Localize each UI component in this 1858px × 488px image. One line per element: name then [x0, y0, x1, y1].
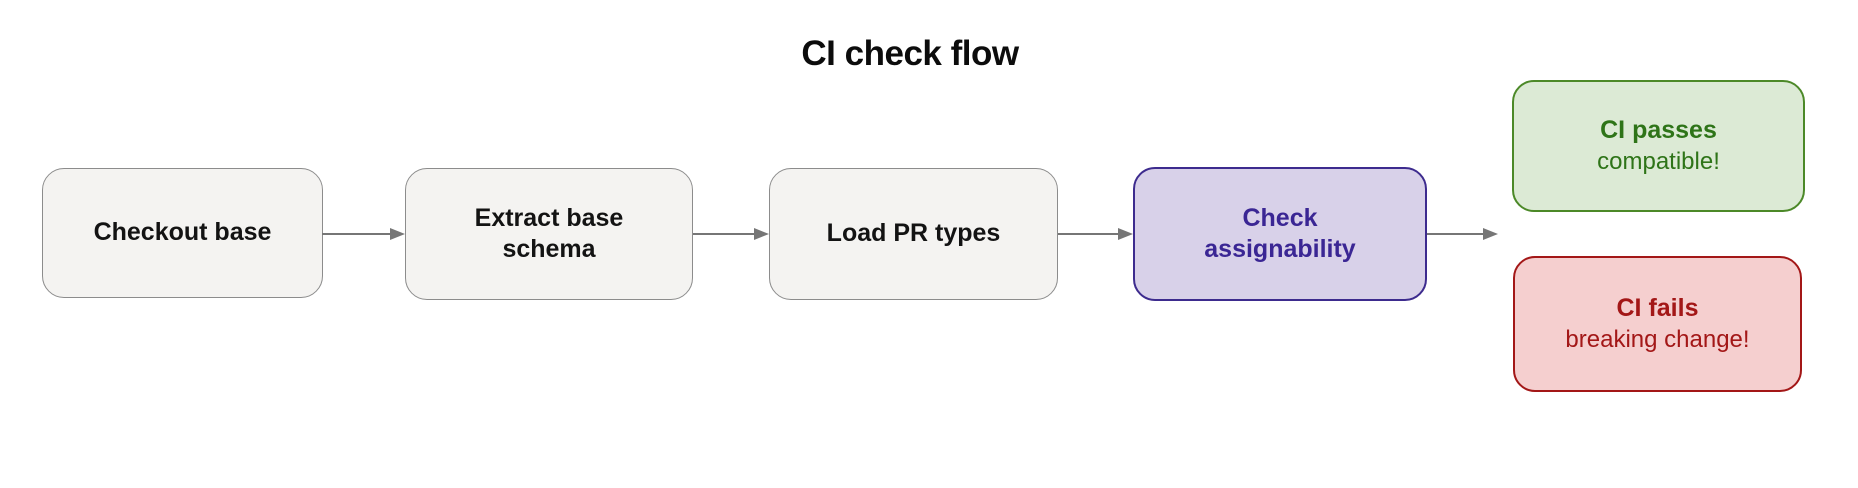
node-label: CI passes — [1600, 116, 1717, 145]
node-check-assignability: Check assignability — [1133, 167, 1427, 301]
node-extract-base-schema: Extract base schema — [405, 168, 693, 300]
node-sublabel: compatible! — [1597, 147, 1720, 175]
node-sublabel: breaking change! — [1565, 325, 1750, 353]
arrowhead-icon — [1118, 227, 1133, 240]
arrowhead-icon — [390, 227, 405, 240]
node-label: Load PR types — [826, 219, 1001, 248]
node-label: Check assignability — [1204, 203, 1356, 264]
arrow-shaft — [1427, 232, 1487, 236]
node-label: CI fails — [1616, 294, 1699, 323]
arrow-shaft — [693, 232, 758, 236]
node-checkout-base: Checkout base — [42, 168, 323, 298]
node-load-pr-types: Load PR types — [769, 168, 1058, 300]
arrowhead-icon — [1483, 227, 1498, 240]
node-ci-fails: CI fails breaking change! — [1513, 256, 1802, 392]
diagram-title: CI check flow — [801, 34, 1019, 73]
arrow-shaft — [322, 232, 394, 236]
node-label: Extract base schema — [474, 203, 624, 264]
node-ci-passes: CI passes compatible! — [1512, 80, 1805, 212]
arrow-shaft — [1058, 232, 1122, 236]
node-label: Checkout base — [93, 218, 272, 247]
arrowhead-icon — [754, 227, 769, 240]
